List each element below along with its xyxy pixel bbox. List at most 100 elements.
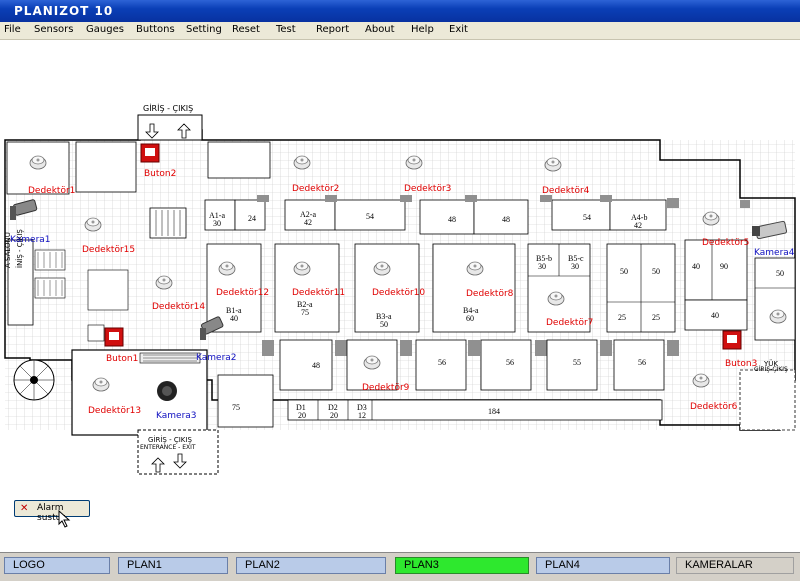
room-number: 56 (638, 358, 646, 367)
room-label: D1 (296, 403, 306, 412)
room-number: 75 (232, 403, 240, 412)
button-label[interactable]: Buton2 (144, 169, 177, 179)
detector-label[interactable]: Dedektör11 (292, 288, 346, 298)
room-label: B5-b (536, 254, 552, 263)
fire-button-icon[interactable] (104, 327, 124, 347)
mute-bell-icon: ✕ (20, 503, 29, 514)
menu-sensors[interactable]: Sensors (34, 24, 74, 35)
menu-exit[interactable]: Exit (449, 24, 468, 35)
room-number: 30 (213, 219, 221, 228)
room-number: 40 (692, 262, 700, 271)
entrance-label: ENTERANCE - EXIT (140, 444, 196, 451)
room-number: 25 (652, 313, 660, 322)
menu-test[interactable]: Test (276, 24, 296, 35)
tab-plan1[interactable]: PLAN1 (118, 557, 228, 574)
camera-icon[interactable] (750, 218, 794, 244)
room-number: 42 (634, 221, 642, 230)
room-number: 25 (618, 313, 626, 322)
room-number: 184 (488, 407, 500, 416)
room-label: D3 (357, 403, 367, 412)
menu-about[interactable]: About (365, 24, 395, 35)
detector-label[interactable]: Dedektör10 (372, 288, 426, 298)
camera-label[interactable]: Kamera3 (156, 411, 197, 421)
window-title: PLANIZOT 10 (14, 4, 114, 18)
room-label: B2-a (297, 300, 313, 309)
tab-logo[interactable]: LOGO (4, 557, 110, 574)
button-label[interactable]: Buton3 (725, 359, 758, 369)
room-label: A4-b (631, 213, 648, 222)
detector-label[interactable]: Dedektör1 (28, 186, 76, 196)
camera-label[interactable]: Kamera2 (196, 353, 237, 363)
room-number: 48 (502, 215, 510, 224)
menu-setting[interactable]: Setting (186, 24, 222, 35)
menu-gauges[interactable]: Gauges (86, 24, 124, 35)
room-label: B4-a (463, 306, 479, 315)
plan-tab-bar: LOGO PLAN1 PLAN2 PLAN3 PLAN4 KAMERALAR (0, 552, 800, 581)
room-number: 60 (466, 314, 474, 323)
room-number: 50 (380, 320, 388, 329)
camera-icon[interactable] (8, 198, 38, 224)
room-number: 50 (652, 267, 660, 276)
camera-label[interactable]: Kamera4 (754, 248, 795, 258)
room-number: 30 (538, 262, 546, 271)
room-number: 40 (711, 311, 719, 320)
loading-label: YÜK (764, 360, 778, 368)
camera-icon[interactable] (196, 316, 226, 342)
room-label: B3-a (376, 312, 392, 321)
detector-label[interactable]: Dedektör12 (216, 288, 270, 298)
tab-plan4[interactable]: PLAN4 (536, 557, 670, 574)
alarm-silence-button[interactable]: ✕ Alarm sustur (14, 500, 90, 523)
detector-label[interactable]: Dedektör6 (690, 402, 738, 412)
camera-icon[interactable] (154, 378, 180, 404)
floor-plan-area: GİRİŞ - ÇIKIŞ GİRİŞ - ÇIKIŞ ENTERANCE - … (0, 40, 800, 550)
fire-button-icon[interactable] (140, 143, 160, 163)
menu-report[interactable]: Report (316, 24, 350, 35)
room-number: 20 (298, 411, 306, 420)
title-bar: PLANIZOT 10 (0, 0, 800, 22)
tab-kameralar[interactable]: KAMERALAR (676, 557, 794, 574)
detector-label[interactable]: Dedektör15 (82, 245, 136, 255)
menu-file[interactable]: File (4, 24, 21, 35)
camera-label[interactable]: Kamera1 (10, 235, 51, 245)
detector-label[interactable]: Dedektör5 (702, 238, 750, 248)
room-number: 75 (301, 308, 309, 317)
room-number: 50 (620, 267, 628, 276)
room-number: 48 (448, 215, 456, 224)
menu-buttons[interactable]: Buttons (136, 24, 175, 35)
room-number: 90 (720, 262, 728, 271)
detector-label[interactable]: Dedektör7 (546, 318, 594, 328)
room-number: 30 (571, 262, 579, 271)
menu-help[interactable]: Help (411, 24, 434, 35)
room-number: 50 (776, 269, 784, 278)
detector-label[interactable]: Dedektör13 (88, 406, 142, 416)
button-label[interactable]: Buton1 (106, 354, 139, 364)
detector-label[interactable]: Dedektör4 (542, 186, 590, 196)
mouse-cursor-icon (58, 510, 71, 528)
tab-plan2[interactable]: PLAN2 (236, 557, 386, 574)
loading-label: GİRİŞ-ÇIKIŞ (754, 366, 788, 373)
menu-reset[interactable]: Reset (232, 24, 260, 35)
room-number: 48 (312, 361, 320, 370)
room-number: 12 (358, 411, 366, 420)
room-number: 55 (573, 358, 581, 367)
room-number: 56 (506, 358, 514, 367)
detector-label[interactable]: Dedektör14 (152, 302, 206, 312)
room-number: 54 (583, 213, 591, 222)
detector-label[interactable]: Dedektör9 (362, 383, 410, 393)
room-number: 20 (330, 411, 338, 420)
detector-label[interactable]: Dedektör8 (466, 289, 514, 299)
detector-label[interactable]: Dedektör3 (404, 184, 452, 194)
room-label: D2 (328, 403, 338, 412)
menu-bar: File Sensors Gauges Buttons Setting Rese… (0, 22, 800, 40)
tab-plan3[interactable]: PLAN3 (395, 557, 529, 574)
room-number: 56 (438, 358, 446, 367)
entrance-label: GİRİŞ - ÇIKIŞ (148, 436, 192, 444)
room-number: 54 (366, 212, 374, 221)
detector-label[interactable]: Dedektör2 (292, 184, 340, 194)
room-number: 42 (304, 218, 312, 227)
room-number: 40 (230, 314, 238, 323)
fire-button-icon[interactable] (722, 330, 742, 350)
room-label: A1-a (209, 211, 225, 220)
entrance-label: GİRİŞ - ÇIKIŞ (143, 104, 194, 113)
floor-plan (4, 114, 796, 475)
